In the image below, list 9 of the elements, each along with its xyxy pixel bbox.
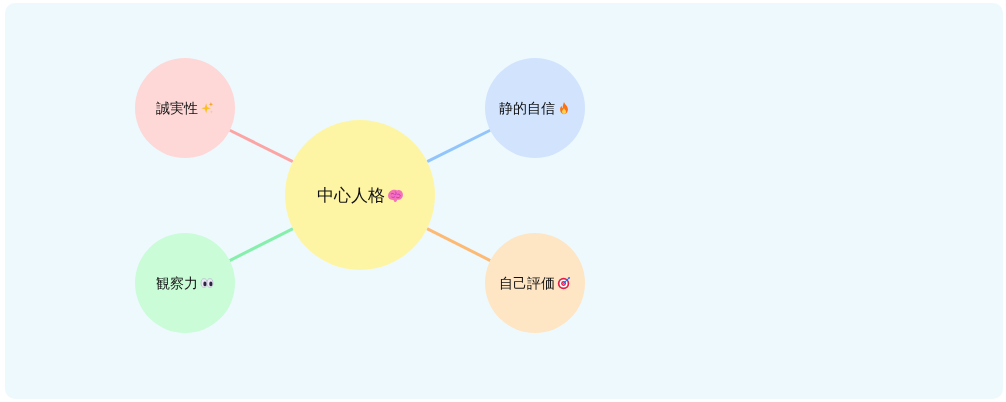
node-label: 中心人格 <box>316 184 385 206</box>
connector-line <box>426 128 491 163</box>
connector-line <box>229 227 294 262</box>
node-label: 誠実性 <box>156 99 198 117</box>
connector-line <box>426 227 491 262</box>
connector-line <box>229 128 294 163</box>
node-label: 観察力 <box>156 274 198 292</box>
node-label: 静的自信 <box>499 99 555 117</box>
node-label: 自己評価 <box>499 274 555 292</box>
